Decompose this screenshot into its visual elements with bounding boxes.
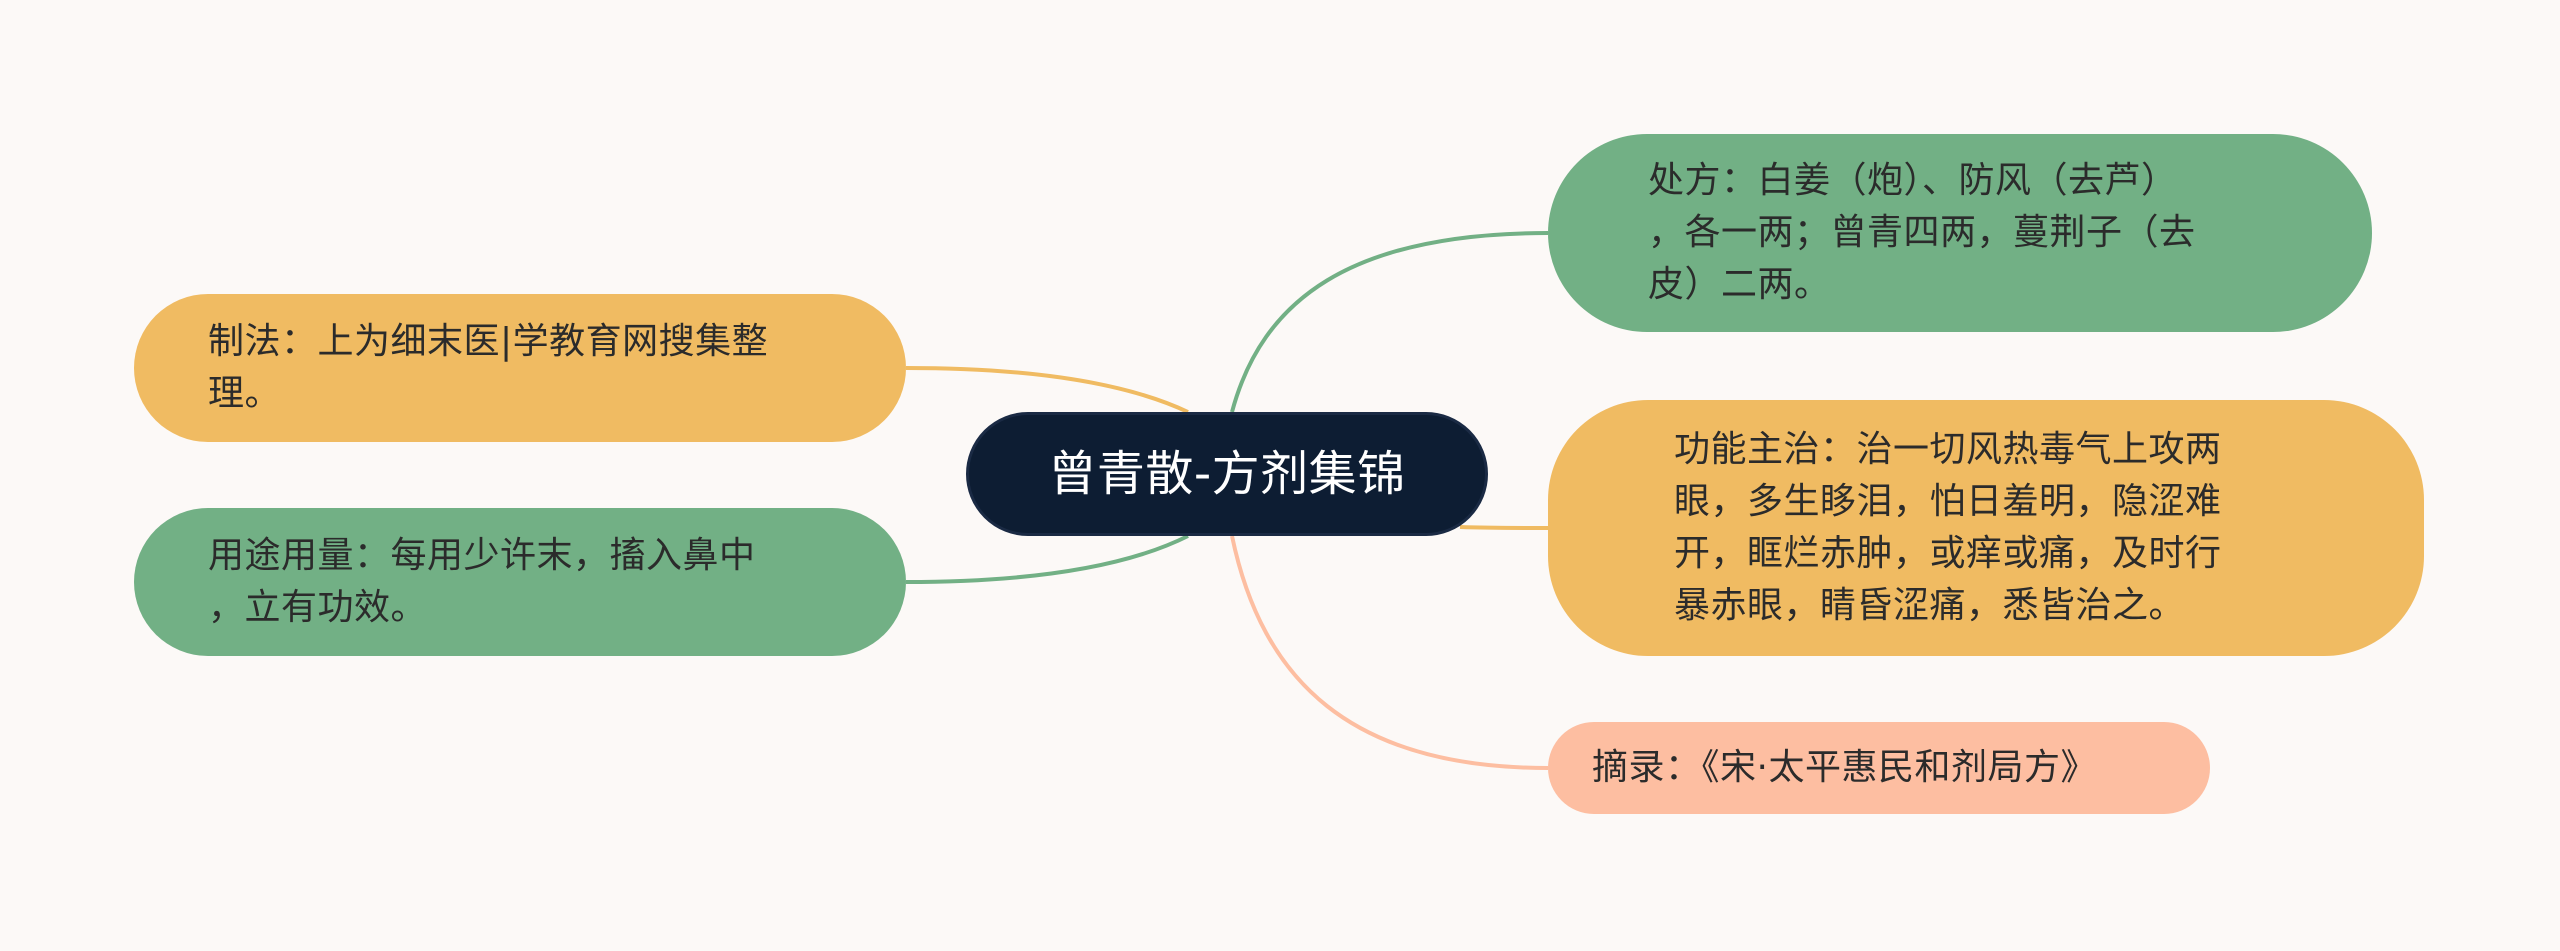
connector-chufang (1230, 231, 1549, 413)
topic-preparation-text: 制法：上为细末医|学教育网搜集整 理。 (208, 321, 769, 414)
topic-source[interactable]: 摘录：《宋·太平惠民和剂局方》 (1548, 722, 2210, 814)
topic-prescription[interactable]: 处方：白姜（炮）、防风（去芦） ，各一两；曾青四两，蔓荆子（去 皮）二两。 (1548, 134, 2372, 332)
root-topic[interactable]: 曾青散-方剂集锦 (966, 412, 1488, 536)
topic-preparation[interactable]: 制法：上为细末医|学教育网搜集整 理。 (134, 294, 906, 442)
connector-yongtu (905, 534, 1189, 584)
connector-gongneng (1459, 525, 1549, 530)
topic-indications-text: 功能主治：治一切风热毒气上攻两 眼，多生眵泪，怕日羞明，隐涩难 开，眶烂赤肿，或… (1674, 429, 2222, 626)
root-topic-label: 曾青散-方剂集锦 (1048, 446, 1406, 502)
topic-usage-dosage[interactable]: 用途用量：每用少许末，搐入鼻中 ，立有功效。 (134, 508, 906, 656)
topic-usage-dosage-text: 用途用量：每用少许末，搐入鼻中 ，立有功效。 (208, 535, 756, 628)
connector-zhifa (905, 366, 1189, 414)
topic-prescription-text: 处方：白姜（炮）、防风（去芦） ，各一两；曾青四两，蔓荆子（去 皮）二两。 (1648, 160, 2196, 305)
topic-indications[interactable]: 功能主治：治一切风热毒气上攻两 眼，多生眵泪，怕日羞明，隐涩难 开，眶烂赤肿，或… (1548, 400, 2424, 656)
topic-source-text: 摘录：《宋·太平惠民和剂局方》 (1592, 747, 2097, 788)
connector-zhailu (1230, 535, 1549, 770)
